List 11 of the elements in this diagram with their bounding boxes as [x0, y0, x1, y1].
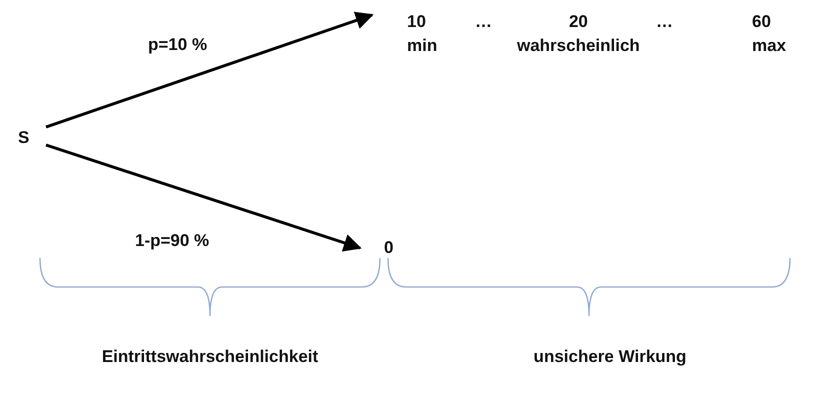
outcome-text: …	[475, 11, 493, 33]
outcome-text: 20 wahrscheinlich	[517, 11, 640, 57]
brace-caption: Eintrittswahrscheinlichkeit	[102, 346, 318, 368]
brace-caption: unsichere Wirkung	[534, 346, 686, 368]
arrow	[46, 12, 374, 128]
arrow	[46, 144, 362, 252]
outcome-text: S	[18, 127, 30, 149]
outcome-text: 10 min	[407, 11, 438, 57]
outcome-text: …	[656, 11, 674, 33]
outcome-text: 60 max	[752, 11, 786, 57]
outcome-text: 0	[384, 237, 394, 259]
